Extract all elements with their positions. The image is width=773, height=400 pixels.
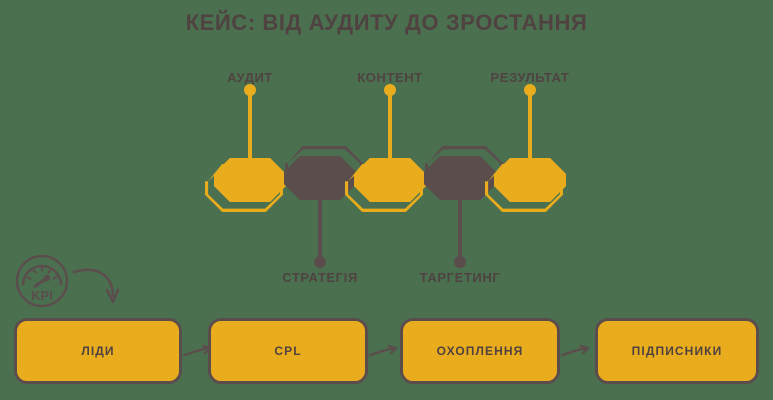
curved-arrow-icon <box>72 262 122 312</box>
funnel-box-label: ЛІДИ <box>81 344 115 358</box>
hex-shape[interactable] <box>214 158 286 202</box>
hex-stem-dot <box>524 84 536 96</box>
hexagon-flow: АУДИТ СТРАТЕГІЯ КОНТЕНТ ТАРГЕТИНГ РЕЗУЛЬТАТ <box>205 70 570 285</box>
hex-stem <box>248 90 252 162</box>
funnel-box-label: ОХОПЛЕННЯ <box>436 344 524 358</box>
funnel-box[interactable]: CPL <box>208 318 368 384</box>
hex-shape[interactable] <box>354 158 426 202</box>
kpi-gauge-icon: KPI <box>14 253 70 309</box>
hex-shape[interactable] <box>424 156 496 200</box>
hex-stem <box>528 90 532 162</box>
hex-label: СТРАТЕГІЯ <box>282 270 358 285</box>
hex-stem-dot <box>244 84 256 96</box>
hex-label: ТАРГЕТИНГ <box>419 270 501 285</box>
kpi-icon-label: KPI <box>31 288 53 303</box>
funnel-box[interactable]: ЛІДИ <box>14 318 182 384</box>
funnel-arrow-icon <box>368 344 400 358</box>
hex-stem-dot <box>314 256 326 268</box>
hex-stem-dot <box>384 84 396 96</box>
hex-label: РЕЗУЛЬТАТ <box>490 70 570 85</box>
hex-stem <box>388 90 392 162</box>
funnel-box[interactable]: ОХОПЛЕННЯ <box>400 318 560 384</box>
hex-shape[interactable] <box>494 158 566 202</box>
hex-label: АУДИТ <box>227 70 273 85</box>
funnel-box[interactable]: ПІДПИСНИКИ <box>595 318 759 384</box>
hex-stem-dot <box>454 256 466 268</box>
hex-stem <box>318 196 322 262</box>
hex-label: КОНТЕНТ <box>357 70 423 85</box>
funnel-row: ЛІДИ CPL ОХОПЛЕННЯ ПІДПИСНИКИ <box>0 318 773 388</box>
funnel-box-label: CPL <box>274 344 302 358</box>
funnel-arrow-icon <box>560 344 592 358</box>
page-title: КЕЙС: ВІД АУДИТУ ДО ЗРОСТАННЯ <box>185 10 588 35</box>
hex-stem <box>458 196 462 262</box>
hex-shape[interactable] <box>284 156 356 200</box>
funnel-box-label: ПІДПИСНИКИ <box>631 344 723 358</box>
